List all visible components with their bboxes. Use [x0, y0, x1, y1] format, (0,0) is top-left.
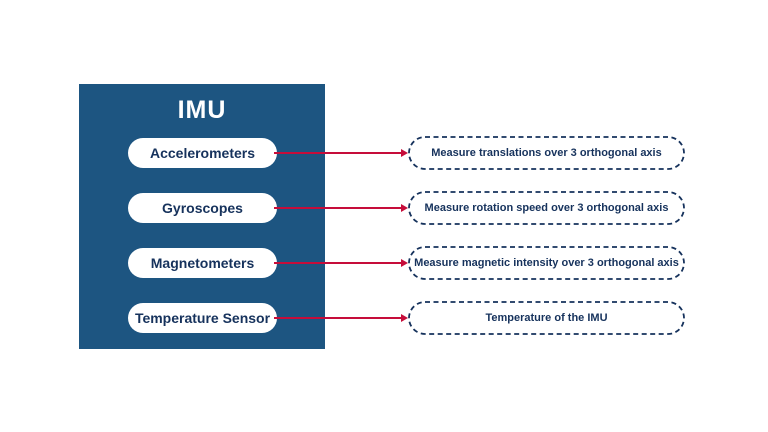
arrowhead-icon	[401, 259, 408, 267]
arrowhead-icon	[401, 204, 408, 212]
connector-arrow	[274, 204, 408, 212]
connector-arrow	[274, 259, 408, 267]
description-label: Measure magnetic intensity over 3 orthog…	[414, 257, 679, 269]
arrow-line	[274, 317, 401, 319]
imu-panel: IMU Accelerometers Gyroscopes Magnetomet…	[79, 84, 325, 349]
arrow-line	[274, 152, 401, 154]
dashed-border	[408, 246, 685, 280]
description-box-accelerometers: Measure translations over 3 orthogonal a…	[408, 136, 685, 170]
component-label: Temperature Sensor	[134, 310, 271, 326]
component-pill-temperature-sensor: Temperature Sensor	[128, 303, 277, 333]
arrowhead-icon	[401, 149, 408, 157]
description-label: Measure translations over 3 orthogonal a…	[431, 147, 662, 159]
arrow-line	[274, 262, 401, 264]
description-box-magnetometers: Measure magnetic intensity over 3 orthog…	[408, 246, 685, 280]
arrow-line	[274, 207, 401, 209]
description-box-gyroscopes: Measure rotation speed over 3 orthogonal…	[408, 191, 685, 225]
dashed-border	[408, 136, 685, 170]
dashed-border	[408, 301, 685, 335]
connector-arrow	[274, 149, 408, 157]
component-pill-accelerometers: Accelerometers	[128, 138, 277, 168]
arrowhead-icon	[401, 314, 408, 322]
component-label: Gyroscopes	[162, 200, 243, 216]
dashed-border	[408, 191, 685, 225]
description-box-temperature-sensor: Temperature of the IMU	[408, 301, 685, 335]
connector-arrow	[274, 314, 408, 322]
component-label: Magnetometers	[150, 255, 255, 271]
description-label: Temperature of the IMU	[485, 312, 608, 324]
description-label: Measure rotation speed over 3 orthogonal…	[424, 202, 669, 214]
component-pill-gyroscopes: Gyroscopes	[128, 193, 277, 223]
component-pill-magnetometers: Magnetometers	[128, 248, 277, 278]
panel-title: IMU	[177, 96, 227, 124]
component-label: Accelerometers	[149, 145, 256, 161]
